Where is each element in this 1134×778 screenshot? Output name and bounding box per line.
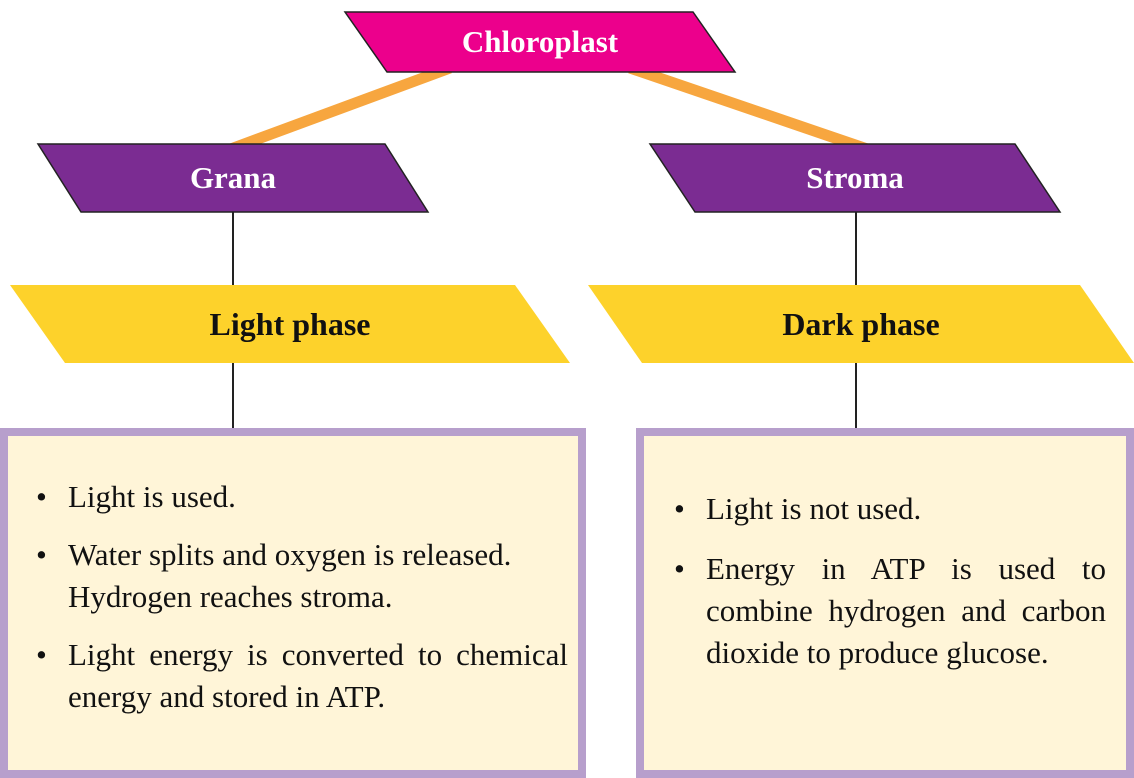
dark-phase-facts-box: • Light is not used. • Energy in ATP is … <box>636 428 1134 778</box>
list-item: • Energy in ATP is used to combine hydro… <box>666 548 1106 674</box>
light-phase-shape <box>10 285 570 363</box>
list-item: • Light energy is converted to chemical … <box>28 634 568 718</box>
root-shape <box>343 11 737 73</box>
bullet-icon: • <box>36 537 47 572</box>
stroma-label: Stroma <box>806 160 904 195</box>
connector-root-grana <box>226 62 452 156</box>
dark-phase-label: Dark phase <box>782 305 940 342</box>
bullet-icon: • <box>36 479 47 514</box>
fact-text: Light energy is converted to chemical en… <box>68 637 568 714</box>
bullet-icon: • <box>36 637 47 672</box>
bullet-icon: • <box>674 551 685 586</box>
connector-root-stroma <box>628 62 872 156</box>
light-phase-facts-list: • Light is used. • Water splits and oxyg… <box>28 476 568 734</box>
fact-text: Light is used. <box>68 479 236 514</box>
light-phase-label: Light phase <box>209 305 371 342</box>
list-item: • Light is used. <box>28 476 568 518</box>
fact-text: Light is not used. <box>706 491 922 526</box>
list-item: • Light is not used. <box>666 488 1106 530</box>
list-item: • Water splits and oxygen is released. H… <box>28 534 568 618</box>
stroma-shape <box>648 143 1062 213</box>
bullet-icon: • <box>674 491 685 526</box>
light-phase-facts-box: • Light is used. • Water splits and oxyg… <box>0 428 586 778</box>
grana-shape <box>36 143 430 213</box>
fact-text: Water splits and oxygen is released. Hyd… <box>68 537 512 614</box>
dark-phase-facts-list: • Light is not used. • Energy in ATP is … <box>666 488 1106 692</box>
grana-label: Grana <box>189 160 277 195</box>
fact-text: Energy in ATP is used to combine hydroge… <box>706 551 1106 670</box>
dark-phase-shape <box>588 285 1134 363</box>
chloroplast-label: Chloroplast <box>461 24 619 59</box>
